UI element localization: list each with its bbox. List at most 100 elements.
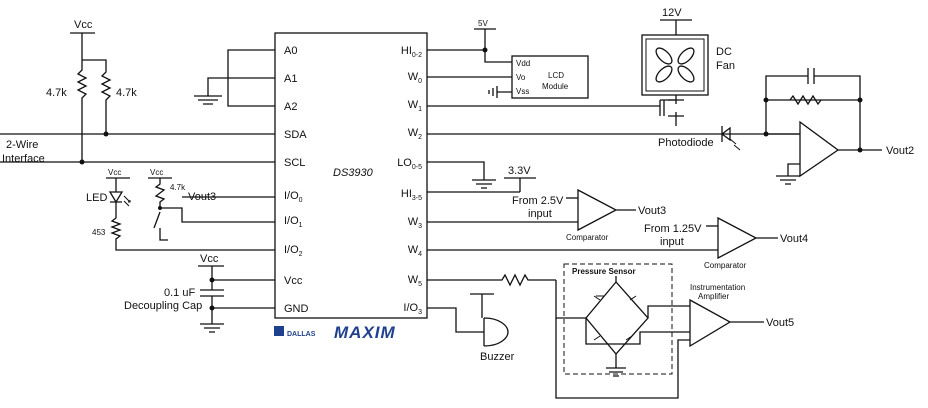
- fan-title: DC: [716, 46, 732, 58]
- logo-maxim: MAXIM: [334, 323, 396, 342]
- two-wire-label: 2-Wire: [6, 139, 38, 151]
- vcc-led-label: Vcc: [108, 168, 121, 177]
- decoupling-cap: Vcc 0.1 uF Decoupling Cap: [124, 253, 275, 333]
- pin-w3-sub: 3: [418, 223, 422, 230]
- vout5-label: Vout5: [766, 317, 794, 329]
- pin-a1: A1: [284, 73, 297, 85]
- dallas-logo-icon: [274, 326, 284, 336]
- pin-io1: I/O1: [284, 215, 303, 229]
- pin-w2-label: W: [408, 127, 419, 139]
- r2-label: 4.7k: [116, 87, 137, 99]
- pin-io0-label: I/O: [284, 190, 299, 202]
- pin-io1-sub: 1: [299, 222, 303, 229]
- led-branch: Vcc LED 453: [86, 168, 275, 251]
- pin-io2: I/O2: [284, 244, 303, 258]
- pin-a0: A0: [284, 45, 297, 57]
- comparator-2: From 1.25V input Comparator Vout4: [427, 216, 808, 270]
- lcd-vdd-label: Vdd: [516, 59, 530, 68]
- five-v-label: 5V: [478, 19, 488, 28]
- pin-lo05-sub: 0-5: [412, 164, 422, 171]
- fan-title2: Fan: [716, 60, 735, 72]
- photodiode-amp: Photodiode Vout2: [427, 68, 914, 185]
- address-pins-ground: [194, 49, 275, 107]
- pin-io0-sub: 0: [299, 197, 303, 204]
- from-25-label: From 2.5V: [512, 195, 564, 207]
- vout3-in-label: Vout3: [188, 191, 216, 203]
- dc-fan: 12V DC Fan: [427, 7, 735, 126]
- vout2-label: Vout2: [886, 145, 914, 157]
- buzzer: Buzzer: [427, 293, 515, 363]
- vcc-sw-label: Vcc: [150, 168, 163, 177]
- pin-io1-label: I/O: [284, 215, 299, 227]
- inst-amp-label: Instrumentation: [690, 283, 745, 292]
- pin-w5: W5: [408, 274, 422, 288]
- pin-w1-sub: 1: [418, 106, 422, 113]
- pin-w3: W3: [408, 216, 422, 230]
- lcd-title: LCD: [548, 71, 564, 80]
- pin-w4: W4: [408, 244, 422, 258]
- pin-w3-label: W: [408, 216, 419, 228]
- cap-desc-label: Decoupling Cap: [124, 300, 202, 312]
- comparator2-label: Comparator: [704, 261, 747, 270]
- lcd-vss-label: Vss: [516, 87, 529, 96]
- pin-hi02-label: HI: [401, 45, 412, 57]
- photodiode-label: Photodiode: [658, 137, 714, 149]
- ds3930-chip: DS3930 A0 A1 A2 SDA SCL I/O0 I/O1 I/O2 V…: [274, 32, 428, 319]
- pin-io0: I/O0: [284, 190, 303, 204]
- pin-w5-label: W: [408, 274, 419, 286]
- pin-lo05-label: LO: [397, 157, 412, 169]
- buzzer-label: Buzzer: [480, 351, 515, 363]
- two-wire-pullups: Vcc 4.7k 4.7k 2-Wire Interface: [0, 19, 275, 165]
- led-label: LED: [86, 192, 107, 204]
- pin-w2-sub: 2: [418, 134, 422, 141]
- pin-io3-label: I/O: [403, 302, 418, 314]
- pin-hi35-sub: 3-5: [412, 195, 422, 202]
- pin-w4-label: W: [408, 244, 419, 256]
- comparator-1: From 2.5V input Comparator Vout3: [427, 188, 666, 242]
- pin-hi35: HI3-5: [401, 188, 422, 202]
- pin-lo05: LO0-5: [397, 157, 422, 171]
- pin-w0-sub: 0: [418, 78, 422, 85]
- r-led-label: 453: [92, 228, 106, 237]
- cap-value-label: 0.1 uF: [164, 287, 195, 299]
- pin-w1-label: W: [408, 99, 419, 111]
- pin-w1: W1: [408, 99, 422, 113]
- pin-scl: SCL: [284, 157, 305, 169]
- vcc-top-label: Vcc: [74, 19, 93, 31]
- chip-name: DS3930: [333, 167, 374, 179]
- pin-w2: W2: [408, 127, 422, 141]
- fan-icon: [655, 47, 695, 83]
- pin-vcc: Vcc: [284, 275, 303, 287]
- pin-w0: W0: [408, 71, 422, 85]
- from-125-label: From 1.25V: [644, 223, 702, 235]
- pressure-sensor-label: Pressure Sensor: [572, 267, 636, 276]
- pin-w5-sub: 5: [418, 281, 422, 288]
- pin-gnd: GND: [284, 303, 309, 315]
- inst-amp2-label: Amplifier: [698, 292, 729, 301]
- buzzer-icon: [483, 317, 509, 347]
- chip-left-pins: A0 A1 A2 SDA SCL I/O0 I/O1 I/O2 Vcc GND: [284, 45, 309, 315]
- pin-hi02: HI0-2: [401, 45, 422, 59]
- pin-w4-sub: 4: [418, 251, 422, 258]
- three-v-label: 3.3V: [508, 165, 531, 177]
- pin-w0-label: W: [408, 71, 419, 83]
- pin-io3-sub: 3: [418, 309, 422, 316]
- r1-label: 4.7k: [46, 87, 67, 99]
- pin-a2: A2: [284, 101, 297, 113]
- pin-io2-sub: 2: [299, 251, 303, 258]
- lcd-title2: Module: [542, 82, 569, 91]
- switch-branch: Vcc 4.7k Vout3: [148, 168, 275, 241]
- input-25-label: input: [528, 208, 552, 220]
- comparator1-label: Comparator: [566, 233, 609, 242]
- pressure-sensor: Pressure Sensor Instrumentation Amplifie…: [427, 263, 794, 399]
- lcd-module: 5V Vdd Vo Vss LCD Module: [427, 19, 589, 99]
- pin-io2-label: I/O: [284, 244, 299, 256]
- chip-right-pins: HI0-2 W0 W1 W2 LO0-5 HI3-5 W3 W4 W5 I/O3: [397, 45, 422, 316]
- twelve-v-label: 12V: [662, 7, 682, 19]
- pin-hi35-label: HI: [401, 188, 412, 200]
- vendor-logos: DALLAS MAXIM: [274, 323, 396, 342]
- pin-io3: I/O3: [403, 302, 422, 316]
- vout4-label: Vout4: [780, 233, 808, 245]
- lcd-vo-label: Vo: [516, 73, 526, 82]
